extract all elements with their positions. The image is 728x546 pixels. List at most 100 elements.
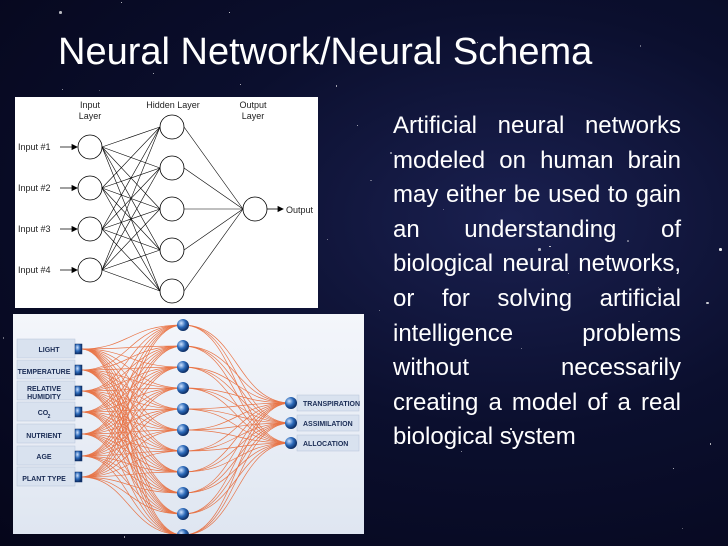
connection-line [182,366,292,444]
hidden-node [177,508,189,520]
connection-line [182,422,292,536]
connection-line [101,126,161,230]
hidden-node [159,196,185,222]
input-label-1: Input #1 [18,142,51,152]
connection-line [80,450,184,478]
arrow-head [71,184,78,192]
star [228,11,230,13]
hidden-node [177,340,189,352]
connection-line [80,476,184,494]
input-node [77,134,103,160]
connection-line [182,408,292,444]
star [378,309,381,312]
hidden-node [177,445,189,457]
connection-line [182,402,292,410]
star [681,527,684,530]
plant-neural-network-diagram: LIGHT TEMPERATURE RELATIVE HUMIDITY CO 2… [13,314,364,541]
connection-line [80,411,184,494]
connection-line [80,366,184,478]
connection-line [80,476,184,536]
star [292,59,295,61]
output-label: Output [286,205,314,215]
star [327,238,329,240]
input-nutrient: NUTRIENT [26,433,62,440]
input-co2-subscript: 2 [48,414,51,420]
star [709,443,712,445]
connection-line [80,387,184,478]
connection-line [101,126,161,271]
star [549,245,551,248]
connection-line [101,126,161,148]
connection-line [182,345,292,424]
connection-line [182,408,292,424]
hidden-node [177,466,189,478]
star [627,240,629,242]
input-layer-title-1: Input [80,100,101,110]
slide-body-text: Artificial neural networks modeled on hu… [393,112,681,451]
connection-line [80,433,184,494]
connection-line [182,402,292,431]
arrow-head [71,143,78,151]
output-transpiration: TRANSPIRATION [303,401,360,408]
connection-line [182,387,292,444]
hidden-node [177,487,189,499]
star [638,320,640,323]
star [121,1,123,3]
star [370,179,372,182]
input-node [74,406,83,418]
connection-line [182,402,292,473]
connection-line [182,402,292,536]
input-node [77,216,103,242]
input-node [74,471,83,483]
star [61,88,63,90]
connection-line [101,208,161,271]
connection-line [80,324,184,413]
star [449,429,451,431]
connection-line [182,402,292,452]
connection-line [80,324,184,371]
hidden-node [177,529,189,541]
hidden-layer-title: Hidden Layer [146,100,200,110]
star [538,248,541,251]
hidden-node [177,361,189,373]
connection-line [182,402,292,494]
input-label-2: Input #2 [18,183,51,193]
input-age: AGE [36,454,52,461]
star [672,468,674,470]
connection-line [182,442,292,452]
connection-line [80,429,184,478]
star [152,72,155,75]
connection-line [80,348,184,410]
connection-line [80,433,184,473]
connection-line [80,411,184,473]
input-node [74,385,83,397]
input-co2: CO [38,410,49,417]
input-label-3: Input #3 [18,224,51,234]
connection-line [183,208,244,292]
hidden-node [159,278,185,304]
star [706,301,709,305]
star [357,125,359,127]
input-humidity: HUMIDITY [27,394,61,401]
connection-line [80,408,184,478]
hidden-node [159,114,185,140]
input-relative: RELATIVE [27,386,61,393]
input-label-4: Input #4 [18,265,51,275]
output-node [285,437,297,449]
slide-title: Neural Network/Neural Schema [58,31,593,73]
input-node [74,450,83,462]
connection-line [101,167,161,271]
star [356,50,358,52]
output-node [285,397,297,409]
connection-line [182,402,292,515]
output-layer-title-1: Output [239,100,267,110]
star [2,337,5,339]
connection-line [182,429,292,444]
connection-line [80,433,184,515]
connection-line [80,324,184,435]
connection-line [80,411,184,431]
hidden-node [177,319,189,331]
star [719,248,722,251]
star [59,11,62,14]
input-node [77,257,103,283]
